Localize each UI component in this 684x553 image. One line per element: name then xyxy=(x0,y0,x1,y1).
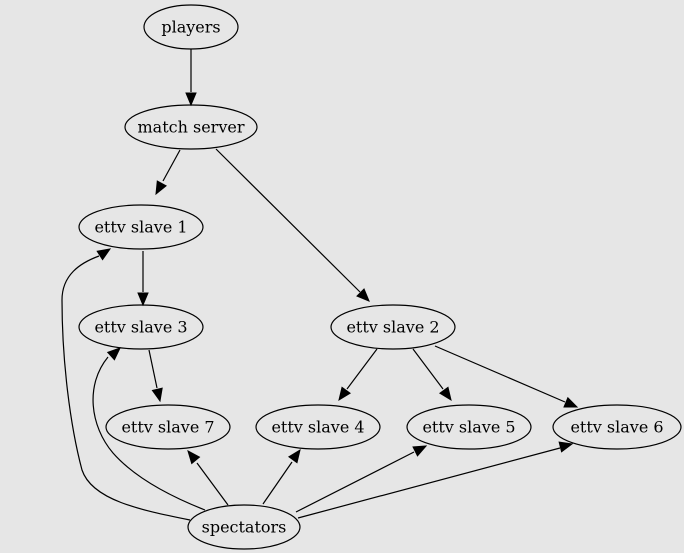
edge-spectators-to-ettv-slave-5 xyxy=(295,445,428,513)
edge-ettv-slave-2-to-ettv-slave-4 xyxy=(338,348,378,402)
edge-spectators-to-ettv-slave-6 xyxy=(297,441,574,519)
node-label-ettv-slave-3: ettv slave 3 xyxy=(94,318,187,337)
node-match-server: match server xyxy=(124,104,258,150)
arrowhead-icon xyxy=(563,396,579,408)
edge-ettv-slave-2-to-ettv-slave-6 xyxy=(434,345,579,408)
node-label-players: players xyxy=(161,18,220,37)
edge-line xyxy=(412,348,444,390)
node-ettv-slave-7: ettv slave 7 xyxy=(105,404,231,450)
edge-line xyxy=(297,447,561,519)
arrowhead-icon xyxy=(185,92,197,107)
arrowhead-icon xyxy=(438,386,452,402)
arrowhead-icon xyxy=(558,441,574,453)
arrowhead-icon xyxy=(287,448,301,464)
edge-line xyxy=(434,345,566,403)
edge-line xyxy=(346,348,378,390)
node-ettv-slave-6: ettv slave 6 xyxy=(552,404,682,450)
arrowhead-icon xyxy=(96,248,112,261)
edge-spectators-to-ettv-slave-3 xyxy=(92,347,206,511)
node-ettv-slave-2: ettv slave 2 xyxy=(330,304,456,350)
node-ettv-slave-4: ettv slave 4 xyxy=(255,404,381,450)
arrowhead-icon xyxy=(356,288,370,302)
node-label-ettv-slave-1: ettv slave 1 xyxy=(94,218,187,237)
edge-line xyxy=(295,451,415,513)
arrowhead-icon xyxy=(151,387,163,403)
node-label-ettv-slave-6: ettv slave 6 xyxy=(570,418,663,437)
arrowhead-icon xyxy=(338,386,352,402)
node-spectators: spectators xyxy=(187,504,301,550)
arrowhead-icon xyxy=(106,347,121,361)
edge-match-server-to-ettv-slave-2 xyxy=(215,148,370,302)
edge-line xyxy=(215,148,361,293)
edge-line xyxy=(262,461,293,505)
edge-spectators-to-ettv-slave-7 xyxy=(187,449,229,506)
node-label-spectators: spectators xyxy=(202,518,287,537)
node-players: players xyxy=(143,4,239,50)
node-label-ettv-slave-2: ettv slave 2 xyxy=(346,318,439,337)
edges-layer xyxy=(61,49,579,521)
edge-line xyxy=(148,349,158,389)
node-label-match-server: match server xyxy=(138,118,245,137)
edge-match-server-to-ettv-slave-1 xyxy=(155,149,181,196)
node-ettv-slave-3: ettv slave 3 xyxy=(78,304,204,350)
arrowhead-icon xyxy=(155,180,167,196)
edge-line xyxy=(162,149,181,182)
arrowhead-icon xyxy=(187,449,201,465)
node-label-ettv-slave-5: ettv slave 5 xyxy=(422,418,515,437)
edge-line xyxy=(196,462,229,506)
arrowhead-icon xyxy=(137,292,149,307)
edge-line xyxy=(61,255,191,521)
edge-ettv-slave-3-to-ettv-slave-7 xyxy=(148,349,163,403)
edge-spectators-to-ettv-slave-1 xyxy=(61,248,191,521)
edge-players-to-match-server xyxy=(185,49,197,107)
edge-ettv-slave-1-to-ettv-slave-3 xyxy=(137,251,149,307)
edge-spectators-to-ettv-slave-4 xyxy=(262,448,301,505)
node-label-ettv-slave-4: ettv slave 4 xyxy=(271,418,364,437)
node-label-ettv-slave-7: ettv slave 7 xyxy=(121,418,214,437)
edge-ettv-slave-2-to-ettv-slave-5 xyxy=(412,348,452,402)
node-ettv-slave-5: ettv slave 5 xyxy=(406,404,532,450)
edge-line xyxy=(92,356,206,511)
arrowhead-icon xyxy=(412,445,428,457)
node-ettv-slave-1: ettv slave 1 xyxy=(78,204,204,250)
